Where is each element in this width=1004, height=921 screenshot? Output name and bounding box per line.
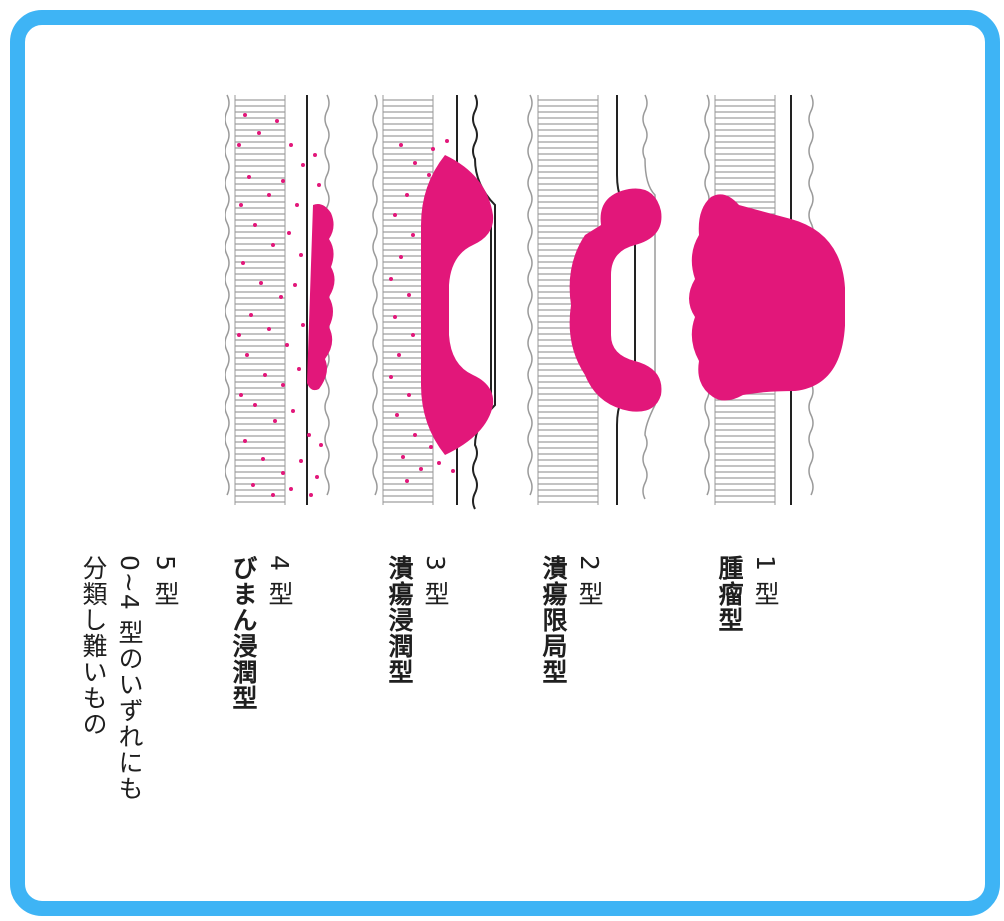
- type4-infiltration-dots: [237, 113, 323, 497]
- type5-name-line1: 0~4 型のいずれにも: [115, 555, 144, 802]
- type2-tumor: [569, 188, 662, 412]
- type1-tumor: [689, 194, 845, 401]
- type5-number: 5 型: [151, 555, 180, 607]
- type3-name: 潰瘍浸潤型: [385, 555, 414, 685]
- type2-number: 2 型: [575, 555, 604, 607]
- type3-label: 3 型 潰瘍浸潤型: [381, 555, 453, 685]
- type4-number: 4 型: [265, 555, 294, 607]
- type5-label: 5 型 0~4 型のいずれにも 分類し難いもの: [75, 555, 183, 802]
- type4-label: 4 型 びまん浸潤型: [225, 555, 297, 711]
- diagram-frame: 1 型 腫瘤型 2 型 潰瘍限局型 3 型 潰瘍浸潤型 4 型 びまん浸潤型 5…: [10, 10, 1000, 916]
- type3-infiltration-dots: [389, 139, 455, 483]
- type2-wall-diagram: [527, 94, 662, 505]
- type4-wall-diagram: [225, 94, 335, 505]
- type3-tumor: [421, 155, 494, 455]
- type3-number: 3 型: [421, 555, 450, 607]
- type1-number: 1 型: [751, 555, 780, 607]
- type2-name: 潰瘍限局型: [539, 555, 568, 685]
- type1-wall-diagram: [689, 94, 845, 505]
- gastric-cancer-type-diagram: [225, 94, 845, 510]
- type4-name: びまん浸潤型: [229, 555, 258, 711]
- type3-wall-diagram: [372, 94, 496, 510]
- type2-label: 2 型 潰瘍限局型: [535, 555, 607, 685]
- type5-name-line2: 分類し難いもの: [79, 555, 108, 737]
- type1-label: 1 型 腫瘤型: [711, 555, 783, 633]
- type1-name: 腫瘤型: [715, 555, 744, 633]
- type4-tumor: [307, 204, 335, 391]
